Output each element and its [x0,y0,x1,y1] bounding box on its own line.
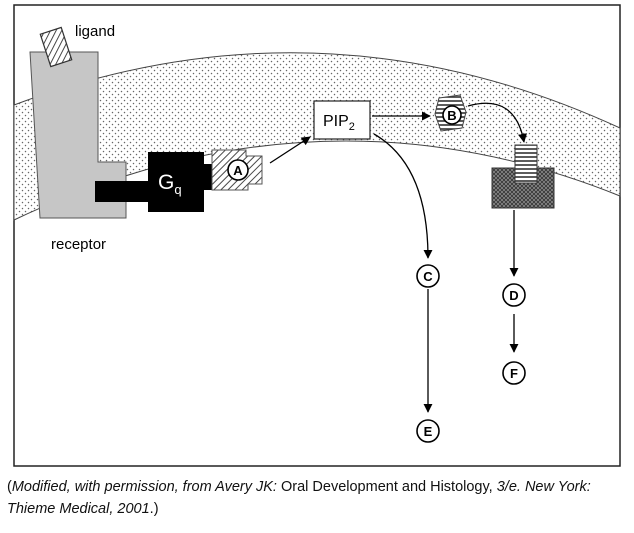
signaling-diagram: ligand receptor Gq PIP2 A B C D E F [13,4,621,467]
marker-f: F [502,361,526,385]
marker-e: E [416,419,440,443]
gq-label: Gq [158,171,182,197]
caption-plain-1: Oral Development and Histology, [276,479,497,495]
svg-text:D: D [509,288,518,303]
receptor-label: receptor [51,236,106,253]
channel-insert-shape [514,144,538,184]
ligand-shape [39,26,73,68]
pip2-box [313,100,371,140]
caption-close: .) [149,501,159,517]
pip2-label: PIP2 [323,113,355,133]
svg-text:C: C [423,269,433,284]
marker-b: B [442,105,462,125]
arrow-a-to-pip2 [269,136,311,164]
svg-text:E: E [424,424,433,439]
receptor-shape [29,51,127,219]
arrow-b-to-channel [467,102,527,143]
svg-text:F: F [510,366,518,381]
marker-d: D [502,283,526,307]
marker-c: C [416,264,440,288]
caption-italic-1: Modified, with permission, from Avery JK… [11,479,277,495]
marker-a: A [227,159,249,181]
caption-italic-2: 3/e. New York: Thieme Medical, 2001 [7,479,591,517]
svg-text:B: B [447,108,456,123]
arrow-pip2-to-c [373,133,433,259]
svg-text:A: A [233,163,243,178]
caption-open: ( [7,479,12,495]
figure-caption: (Modified, with permission, from Avery J… [7,476,627,520]
ligand-label: ligand [75,23,115,40]
gq-protein-shape [95,152,222,212]
